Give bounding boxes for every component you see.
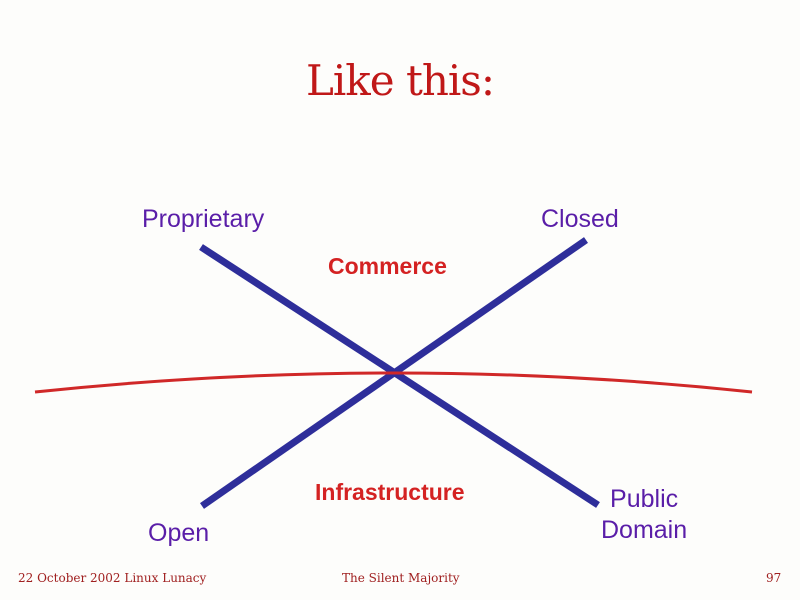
- footer-section-title: The Silent Majority: [342, 571, 460, 585]
- label-closed: Closed: [541, 205, 619, 233]
- label-domain: Domain: [601, 516, 688, 544]
- divider-curve: [34, 371, 753, 394]
- footer-date-event: 22 October 2002 Linux Lunacy: [18, 571, 207, 585]
- label-public-domain: Public Domain: [601, 484, 687, 546]
- proprietary-to-public-domain-line: [199, 244, 600, 508]
- footer-page-number: 97: [766, 571, 782, 585]
- label-open: Open: [148, 519, 210, 547]
- label-proprietary: Proprietary: [142, 205, 265, 233]
- slide-title: Like this:: [305, 56, 495, 105]
- region-commerce: Commerce: [328, 253, 447, 279]
- label-public: Public: [610, 485, 679, 513]
- region-infrastructure: Infrastructure: [315, 479, 465, 505]
